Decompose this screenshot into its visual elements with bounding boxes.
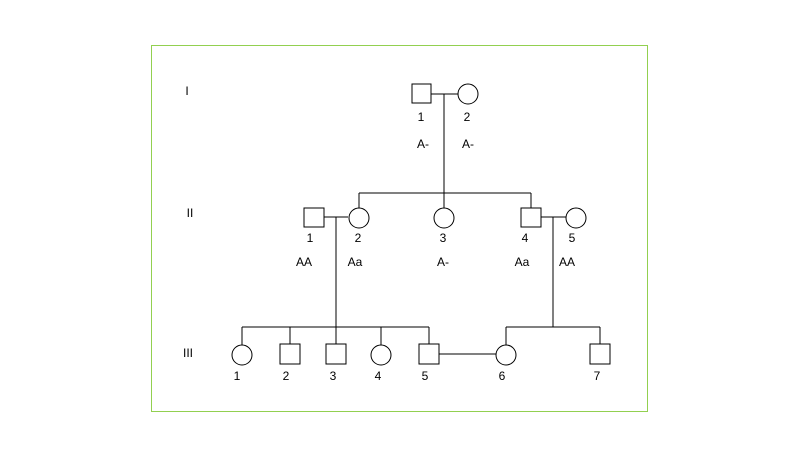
male-symbol-III-5 [418, 343, 440, 365]
female-symbol-II-5 [565, 207, 587, 229]
male-symbol-II-1 [303, 207, 325, 228]
genotype-label-II-4: Aa [515, 255, 530, 269]
number-label-III-4: 4 [375, 369, 382, 383]
male-symbol-II-4 [520, 207, 542, 228]
female-symbol-II-2 [348, 207, 370, 229]
generation-label-I: I [185, 84, 188, 98]
genotype-label-II-1: AA [296, 255, 312, 269]
number-label-III-6: 6 [499, 369, 506, 383]
number-label-II-4: 4 [522, 231, 529, 245]
male-symbol-III-3 [325, 343, 347, 365]
genotype-label-II-5: AA [559, 255, 575, 269]
number-label-III-7: 7 [594, 369, 601, 383]
diagram-frame [151, 45, 648, 412]
generation-label-III: III [183, 346, 193, 360]
number-label-III-2: 2 [283, 369, 290, 383]
female-symbol-I-2 [457, 83, 479, 105]
genotype-label-II-3: A- [437, 255, 449, 269]
number-label-II-3: 3 [440, 231, 447, 245]
number-label-I-2: 2 [464, 110, 471, 124]
female-symbol-III-6 [495, 344, 517, 366]
number-label-III-1: 1 [234, 369, 241, 383]
genotype-label-I-2: A- [462, 137, 474, 151]
genotype-label-I-1: A- [417, 137, 429, 151]
male-symbol-III-7 [589, 343, 611, 365]
number-label-II-5: 5 [569, 231, 576, 245]
male-symbol-III-2 [279, 343, 301, 365]
number-label-II-2: 2 [355, 231, 362, 245]
number-label-III-3: 3 [330, 369, 337, 383]
number-label-II-1: 1 [307, 231, 314, 245]
female-symbol-III-4 [370, 344, 392, 366]
generation-label-II: II [187, 206, 194, 220]
genotype-label-II-2: Aa [348, 255, 363, 269]
pedigree-lines [241, 93, 601, 355]
number-label-I-1: 1 [418, 110, 425, 124]
female-symbol-III-1 [231, 344, 253, 366]
number-label-III-5: 5 [422, 369, 429, 383]
male-symbol-I-1 [411, 83, 432, 104]
female-symbol-II-3 [433, 207, 455, 229]
